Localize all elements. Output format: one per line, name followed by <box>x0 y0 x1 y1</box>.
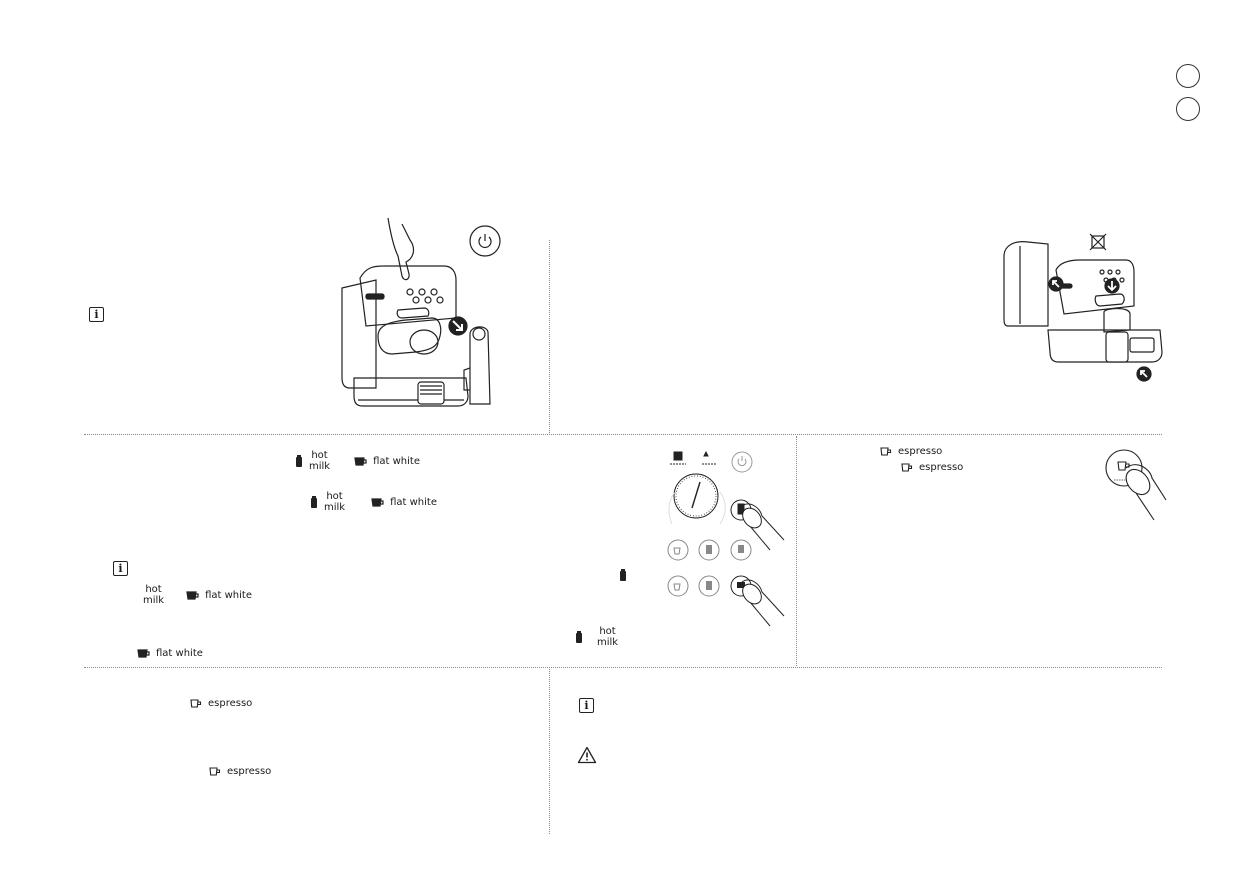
flat-white-cup-icon <box>186 590 199 600</box>
water-tank-removal-illustration <box>1003 233 1163 382</box>
divider-mid-vertical <box>796 436 797 666</box>
warning-triangle-icon <box>577 746 597 764</box>
flat-white-row-4: flat white <box>137 649 203 659</box>
rinse-icon <box>702 450 716 465</box>
espresso-cup-icon <box>209 767 221 776</box>
espresso-label: espresso <box>208 698 253 709</box>
flat-white-cup-icon <box>354 456 367 466</box>
divider-bottom-vertical <box>549 669 550 834</box>
espresso-label: espresso <box>898 446 943 457</box>
power-icon <box>469 225 501 257</box>
espresso-cup-icon <box>190 699 202 708</box>
flat-white-label: flat white <box>205 589 252 601</box>
divider-top-vertical <box>549 240 550 433</box>
divider-bottom-horizontal <box>84 667 1162 668</box>
milk-jug-icon <box>620 569 626 581</box>
language-circle-1 <box>1176 64 1200 88</box>
espresso-row-2: espresso <box>901 463 963 473</box>
espresso-row-3: espresso <box>190 699 252 709</box>
control-panel-illustration <box>667 450 785 627</box>
milk-jug-icon <box>576 631 582 643</box>
descaling-icon <box>670 451 686 465</box>
espresso-label: espresso <box>227 766 272 777</box>
espresso-row-4: espresso <box>209 767 271 777</box>
espresso-row-1: espresso <box>880 447 942 457</box>
flat-white-cup-icon <box>371 497 384 507</box>
espresso-label: espresso <box>919 462 964 473</box>
espresso-cup-icon <box>901 463 913 472</box>
flat-white-label: flat white <box>390 496 437 508</box>
info-icon: i <box>113 561 128 576</box>
language-circle-2 <box>1176 97 1200 121</box>
divider-mid-horizontal <box>84 434 1162 435</box>
info-icon: i <box>89 307 104 322</box>
flat-white-label: flat white <box>156 648 203 659</box>
machine-power-on-illustration <box>341 217 491 407</box>
flat-white-label: flat white <box>373 455 420 467</box>
flat-white-cup-icon <box>137 649 150 658</box>
espresso-cup-icon <box>880 447 892 456</box>
milk-jug-icon <box>311 496 317 508</box>
espresso-button-press-illustration <box>1105 449 1167 521</box>
info-icon: i <box>579 698 594 713</box>
milk-jug-icon <box>296 455 302 467</box>
